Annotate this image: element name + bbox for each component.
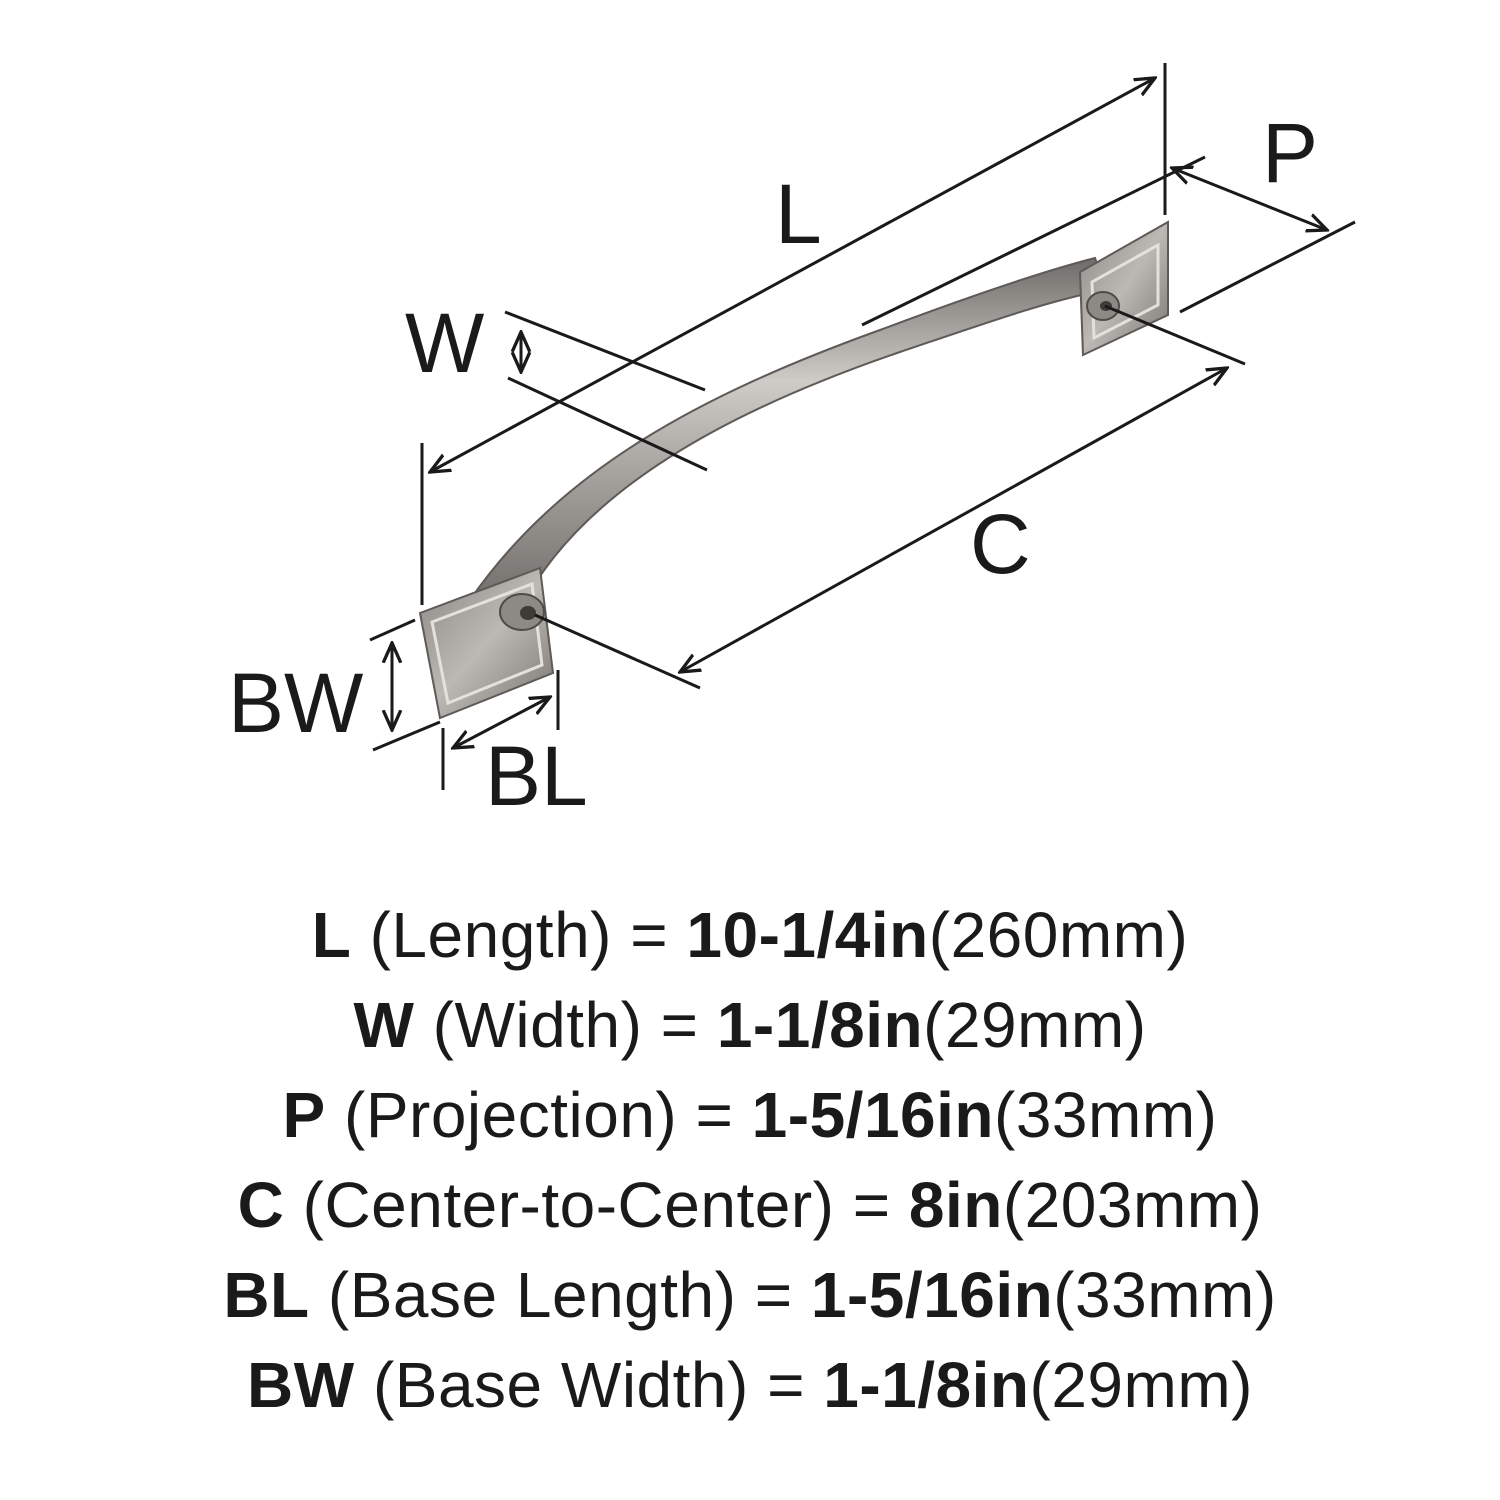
- spec-row-projection: P (Projection) = 1-5/16in(33mm): [0, 1070, 1500, 1160]
- dimension-spec-list: L (Length) = 10-1/4in(260mm) W (Width) =…: [0, 890, 1500, 1430]
- label-bl: BL: [485, 729, 588, 823]
- spec-key: BL: [223, 1259, 310, 1331]
- spec-metric: (33mm): [994, 1079, 1218, 1151]
- spec-row-width: W (Width) = 1-1/8in(29mm): [0, 980, 1500, 1070]
- dimension-lines: [369, 63, 1356, 790]
- spec-key: C: [237, 1169, 285, 1241]
- spec-key: P: [282, 1079, 326, 1151]
- handle-dimension-diagram: L W P C BW BL: [228, 63, 1356, 823]
- c-dimension-line: [680, 368, 1227, 672]
- spec-metric: (33mm): [1053, 1259, 1277, 1331]
- spec-desc: (Projection) =: [344, 1079, 734, 1151]
- label-bw: BW: [228, 656, 363, 750]
- p-extension-bottom: [1179, 220, 1356, 314]
- label-c: C: [970, 497, 1031, 591]
- l-dimension-line: [430, 78, 1155, 472]
- spec-row-base-length: BL (Base Length) = 1-5/16in(33mm): [0, 1250, 1500, 1340]
- p-dimension-line: [1172, 168, 1327, 230]
- spec-row-length: L (Length) = 10-1/4in(260mm): [0, 890, 1500, 980]
- c-extension-right: [1104, 304, 1246, 366]
- spec-row-base-width: BW (Base Width) = 1-1/8in(29mm): [0, 1340, 1500, 1430]
- bw-extension-bottom: [372, 720, 441, 752]
- spec-desc: (Width) =: [432, 989, 699, 1061]
- label-l: L: [775, 167, 822, 261]
- label-w: W: [405, 296, 484, 390]
- spec-value: 1-5/16in: [751, 1079, 995, 1151]
- spec-value: 8in: [908, 1169, 1003, 1241]
- p-extension-top: [861, 155, 1206, 327]
- spec-value: 1-5/16in: [810, 1259, 1054, 1331]
- spec-key: L: [311, 899, 352, 971]
- spec-key: BW: [247, 1349, 355, 1421]
- spec-row-center-to-center: C (Center-to-Center) = 8in(203mm): [0, 1160, 1500, 1250]
- spec-desc: (Base Length) =: [327, 1259, 793, 1331]
- spec-metric: (29mm): [923, 989, 1147, 1061]
- bl-dimension-line: [453, 697, 550, 748]
- spec-value: 1-1/8in: [823, 1349, 1030, 1421]
- bw-extension-top: [369, 618, 416, 642]
- w-extension-top: [504, 310, 706, 392]
- spec-desc: (Length) =: [369, 899, 669, 971]
- spec-desc: (Center-to-Center) =: [302, 1169, 891, 1241]
- spec-desc: (Base Width) =: [372, 1349, 805, 1421]
- w-extension-bottom: [507, 376, 708, 472]
- label-p: P: [1262, 106, 1318, 200]
- spec-key: W: [353, 989, 415, 1061]
- spec-value: 1-1/8in: [716, 989, 924, 1061]
- spec-metric: (260mm): [928, 899, 1189, 971]
- spec-value: 10-1/4in: [686, 899, 929, 971]
- c-extension-left: [534, 613, 701, 690]
- spec-metric: (29mm): [1029, 1349, 1253, 1421]
- handle-image: [418, 220, 1169, 720]
- spec-metric: (203mm): [1002, 1169, 1263, 1241]
